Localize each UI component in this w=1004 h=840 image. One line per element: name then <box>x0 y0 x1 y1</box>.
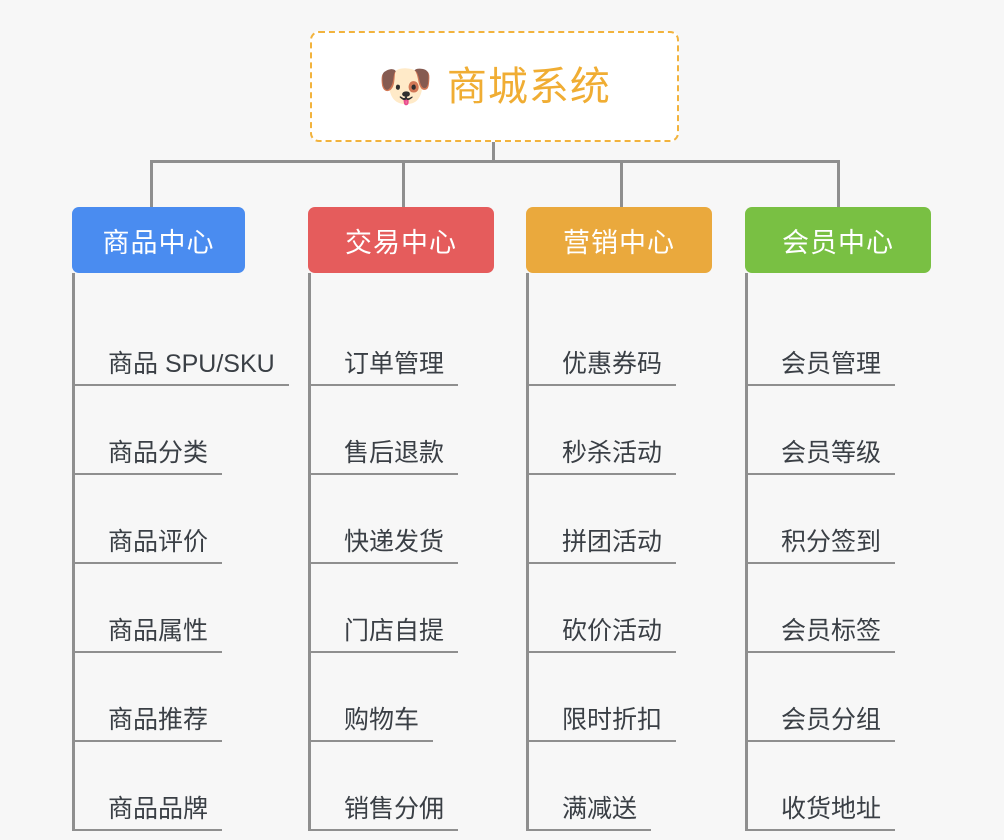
connector-drop-4 <box>837 160 840 208</box>
leaf-underline: 限时折扣 <box>526 705 677 742</box>
leaf-label: 秒杀活动 <box>562 438 663 467</box>
leaf-item[interactable]: 商品评价 <box>72 475 223 564</box>
leaf-label: 售后退款 <box>344 438 445 467</box>
leaf-label: 会员等级 <box>781 438 882 467</box>
leaf-item[interactable]: 会员等级 <box>745 386 896 475</box>
branch-column-1: 商品中心商品 SPU/SKU 商品分类商品评价商品属性商品推荐商品品牌 <box>72 207 289 831</box>
leaf-label: 销售分佣 <box>344 794 445 823</box>
leaf-label: 商品属性 <box>108 616 209 645</box>
leaf-underline: 拼团活动 <box>526 527 677 564</box>
leaf-label: 砍价活动 <box>562 616 663 645</box>
leaf-item[interactable]: 会员分组 <box>745 653 896 742</box>
leaf-item[interactable]: 销售分佣 <box>308 742 459 831</box>
connector-bus <box>150 160 840 163</box>
leaf-item[interactable]: 拼团活动 <box>526 475 677 564</box>
leaf-item[interactable]: 商品品牌 <box>72 742 223 831</box>
branch-trunk-4 <box>745 273 748 831</box>
leaf-underline: 优惠券码 <box>526 349 677 386</box>
leaf-label: 商品分类 <box>108 438 209 467</box>
leaf-label: 会员管理 <box>781 349 882 378</box>
leaf-underline: 积分签到 <box>745 527 896 564</box>
branch-header-3[interactable]: 营销中心 <box>526 207 712 273</box>
leaf-label: 门店自提 <box>344 616 445 645</box>
branch-trunk-3 <box>526 273 529 831</box>
leaf-item[interactable]: 购物车 <box>308 653 434 742</box>
leaf-item[interactable]: 限时折扣 <box>526 653 677 742</box>
leaf-label: 会员分组 <box>781 705 882 734</box>
leaf-underline: 商品推荐 <box>72 705 223 742</box>
branch-trunk-2 <box>308 273 311 831</box>
leaf-underline: 购物车 <box>308 705 434 742</box>
leaf-item[interactable]: 商品 SPU/SKU <box>72 297 289 386</box>
branch-header-2[interactable]: 交易中心 <box>308 207 494 273</box>
leaf-item[interactable]: 砍价活动 <box>526 564 677 653</box>
root-title: 商城系统 <box>446 64 611 109</box>
branch-header-1[interactable]: 商品中心 <box>72 207 245 273</box>
leaf-item[interactable]: 会员标签 <box>745 564 896 653</box>
leaf-underline: 商品分类 <box>72 438 223 475</box>
leaf-item[interactable]: 积分签到 <box>745 475 896 564</box>
connector-drop-3 <box>620 160 623 208</box>
leaf-underline: 收货地址 <box>745 794 896 831</box>
connector-drop-2 <box>402 160 405 208</box>
branch-header-4[interactable]: 会员中心 <box>745 207 931 273</box>
leaf-label: 限时折扣 <box>562 705 663 734</box>
leaf-underline: 订单管理 <box>308 349 459 386</box>
leaf-item[interactable]: 订单管理 <box>308 297 459 386</box>
leaf-underline: 满减送 <box>526 794 652 831</box>
leaf-item[interactable]: 会员管理 <box>745 297 896 386</box>
leaf-label: 商品评价 <box>108 527 209 556</box>
leaf-label: 商品品牌 <box>108 794 209 823</box>
leaf-underline: 砍价活动 <box>526 616 677 653</box>
root-node[interactable]: 🐶 商城系统 <box>310 31 679 142</box>
leaf-label: 购物车 <box>344 705 420 734</box>
connector-drop-1 <box>150 160 153 208</box>
leaf-underline: 秒杀活动 <box>526 438 677 475</box>
branch-leaf-area-4: 会员管理会员等级积分签到会员标签会员分组收货地址 <box>745 273 931 831</box>
leaf-label: 优惠券码 <box>562 349 663 378</box>
branch-leaf-area-2: 订单管理售后退款快递发货门店自提购物车销售分佣 <box>308 273 494 831</box>
leaf-underline: 售后退款 <box>308 438 459 475</box>
leaf-underline: 会员标签 <box>745 616 896 653</box>
leaf-item[interactable]: 满减送 <box>526 742 652 831</box>
leaf-item[interactable]: 快递发货 <box>308 475 459 564</box>
leaf-underline: 快递发货 <box>308 527 459 564</box>
leaf-item[interactable]: 秒杀活动 <box>526 386 677 475</box>
leaf-label: 积分签到 <box>781 527 882 556</box>
leaf-item[interactable]: 售后退款 <box>308 386 459 475</box>
branch-leaf-area-3: 优惠券码秒杀活动拼团活动砍价活动限时折扣满减送 <box>526 273 712 831</box>
leaf-item[interactable]: 商品分类 <box>72 386 223 475</box>
leaf-label: 商品推荐 <box>108 705 209 734</box>
leaf-label: 会员标签 <box>781 616 882 645</box>
leaf-item[interactable]: 商品属性 <box>72 564 223 653</box>
leaf-label: 收货地址 <box>781 794 882 823</box>
leaf-underline: 会员等级 <box>745 438 896 475</box>
leaf-underline: 会员管理 <box>745 349 896 386</box>
leaf-underline: 会员分组 <box>745 705 896 742</box>
branch-column-3: 营销中心优惠券码秒杀活动拼团活动砍价活动限时折扣满减送 <box>526 207 712 831</box>
leaf-label: 订单管理 <box>344 349 445 378</box>
leaf-label: 商品 SPU/SKU <box>108 349 275 378</box>
leaf-underline: 商品 SPU/SKU <box>72 349 289 386</box>
leaf-underline: 销售分佣 <box>308 794 459 831</box>
connector-root-stem <box>492 142 495 162</box>
shiba-dog-face-icon: 🐶 <box>378 61 433 111</box>
branch-column-4: 会员中心会员管理会员等级积分签到会员标签会员分组收货地址 <box>745 207 931 831</box>
leaf-underline: 商品属性 <box>72 616 223 653</box>
leaf-underline: 商品品牌 <box>72 794 223 831</box>
leaf-item[interactable]: 门店自提 <box>308 564 459 653</box>
leaf-item[interactable]: 优惠券码 <box>526 297 677 386</box>
leaf-item[interactable]: 收货地址 <box>745 742 896 831</box>
leaf-underline: 商品评价 <box>72 527 223 564</box>
leaf-item[interactable]: 商品推荐 <box>72 653 223 742</box>
leaf-label: 快递发货 <box>344 527 445 556</box>
branch-column-2: 交易中心订单管理售后退款快递发货门店自提购物车销售分佣 <box>308 207 494 831</box>
leaf-label: 满减送 <box>562 794 638 823</box>
leaf-underline: 门店自提 <box>308 616 459 653</box>
leaf-label: 拼团活动 <box>562 527 663 556</box>
branch-leaf-area-1: 商品 SPU/SKU 商品分类商品评价商品属性商品推荐商品品牌 <box>72 273 289 831</box>
branch-trunk-1 <box>72 273 75 831</box>
